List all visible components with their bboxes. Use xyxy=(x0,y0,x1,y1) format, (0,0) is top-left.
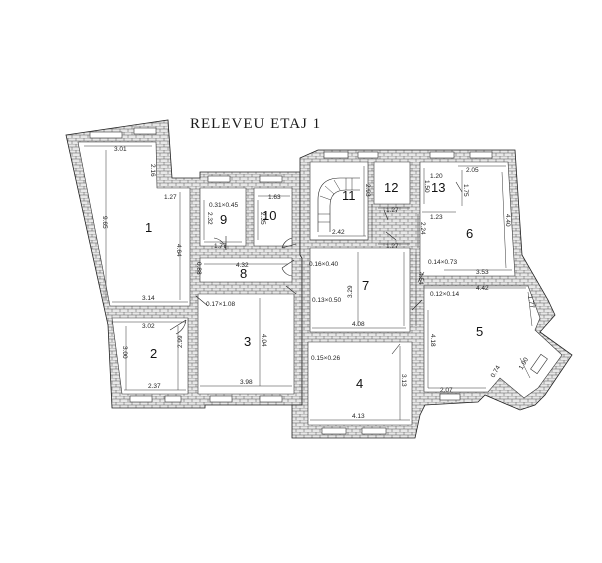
room-1-label: 1 xyxy=(145,220,152,235)
room-9-label: 9 xyxy=(220,212,227,227)
room-12-label: 12 xyxy=(384,180,398,195)
dim-label: 9.65 xyxy=(101,216,108,229)
dim-label: 3.01 xyxy=(114,146,127,153)
doors xyxy=(169,181,463,355)
dim-label: 0.12×0.14 xyxy=(430,291,459,298)
dim-label: 1.50 xyxy=(423,180,430,193)
room-9-floor xyxy=(199,187,247,247)
dim-label: 2.16 xyxy=(149,164,156,177)
room-5-label: 5 xyxy=(476,324,483,339)
room-11-label: 11 xyxy=(342,188,356,203)
room-3-label: 3 xyxy=(244,334,251,349)
dim-label: 3.02 xyxy=(142,323,155,330)
room-4-floor xyxy=(307,341,413,426)
dim-label: 2.05 xyxy=(466,167,479,174)
dim-label: 3.29 xyxy=(347,285,354,298)
dim-label: 1.27 xyxy=(386,207,399,214)
room-7-label: 7 xyxy=(362,278,369,293)
staircase xyxy=(310,177,373,241)
dim-label: 2.32 xyxy=(206,212,213,225)
room-6-floor xyxy=(419,161,516,277)
dim-label: 0.31×0.45 xyxy=(209,202,238,209)
dim-label: 2.07 xyxy=(440,387,453,394)
plan-title: RELEVEU ETAJ 1 xyxy=(190,116,321,132)
dim-label: 3.00 xyxy=(121,346,128,359)
room-10-floor xyxy=(253,187,293,247)
room-7-floor xyxy=(309,247,411,333)
dim-label: 4.13 xyxy=(352,413,365,420)
dim-label: 4.54 xyxy=(417,272,424,285)
room-2-label: 2 xyxy=(150,346,157,361)
dim-label: 1.63 xyxy=(268,194,281,201)
room-10-label: 10 xyxy=(262,208,276,223)
dim-label: 1.75 xyxy=(462,184,469,197)
dim-label: 0.14×0.73 xyxy=(428,259,457,266)
room-3-floor xyxy=(197,293,295,395)
room-1-floor xyxy=(77,141,191,307)
dim-label: 2.42 xyxy=(332,229,345,236)
dim-label: 4.08 xyxy=(352,321,365,328)
dim-label: 3.14 xyxy=(142,295,155,302)
dim-label: 2.35 xyxy=(259,212,266,225)
dim-label: 0.88 xyxy=(195,262,202,275)
room-4-label: 4 xyxy=(356,376,363,391)
dim-label: 0.17×1.08 xyxy=(206,301,235,308)
dim-label: 1.20 xyxy=(430,173,443,180)
dim-label: 2.24 xyxy=(419,222,426,235)
room-13-label: 13 xyxy=(431,180,445,195)
dimension-labels: 3.01 2.16 1.27 9.65 4.64 3.14 3.02 3.00 … xyxy=(101,146,535,420)
dim-label: 0.15×0.26 xyxy=(311,355,340,362)
dim-label: 3.13 xyxy=(400,374,407,387)
dim-label: 2.99 xyxy=(177,335,184,348)
dim-label: 4.42 xyxy=(476,285,489,292)
dim-label: 4.64 xyxy=(175,244,182,257)
room-labels: 1 2 3 4 5 6 7 8 9 10 11 12 13 xyxy=(145,180,483,391)
dim-label: 2.37 xyxy=(148,383,161,390)
room-6-label: 6 xyxy=(466,226,473,241)
dimension-lines xyxy=(84,145,533,421)
dim-label: 1.27 xyxy=(386,243,399,250)
dim-label: 4.04 xyxy=(260,334,267,347)
room-2-floor xyxy=(111,317,189,395)
room-5-floor xyxy=(423,285,563,399)
dim-label: 0.16×0.40 xyxy=(309,261,338,268)
dim-label: 0.13×0.50 xyxy=(312,297,341,304)
dim-label: 2.93 xyxy=(364,184,371,197)
dim-label: 1.77 xyxy=(526,295,535,309)
dim-label: 3.98 xyxy=(240,379,253,386)
dim-label: 3.53 xyxy=(476,269,489,276)
dim-label: 4.32 xyxy=(236,262,249,269)
room-8-label: 8 xyxy=(240,266,247,281)
dim-label: 1.27 xyxy=(164,194,177,201)
dim-label: 1.23 xyxy=(430,214,443,221)
windows xyxy=(89,127,548,435)
dim-label: 4.40 xyxy=(504,214,511,227)
dim-label: 4.18 xyxy=(429,334,436,347)
dim-label: 1.77 xyxy=(214,243,227,250)
room-12-floor xyxy=(373,161,411,205)
